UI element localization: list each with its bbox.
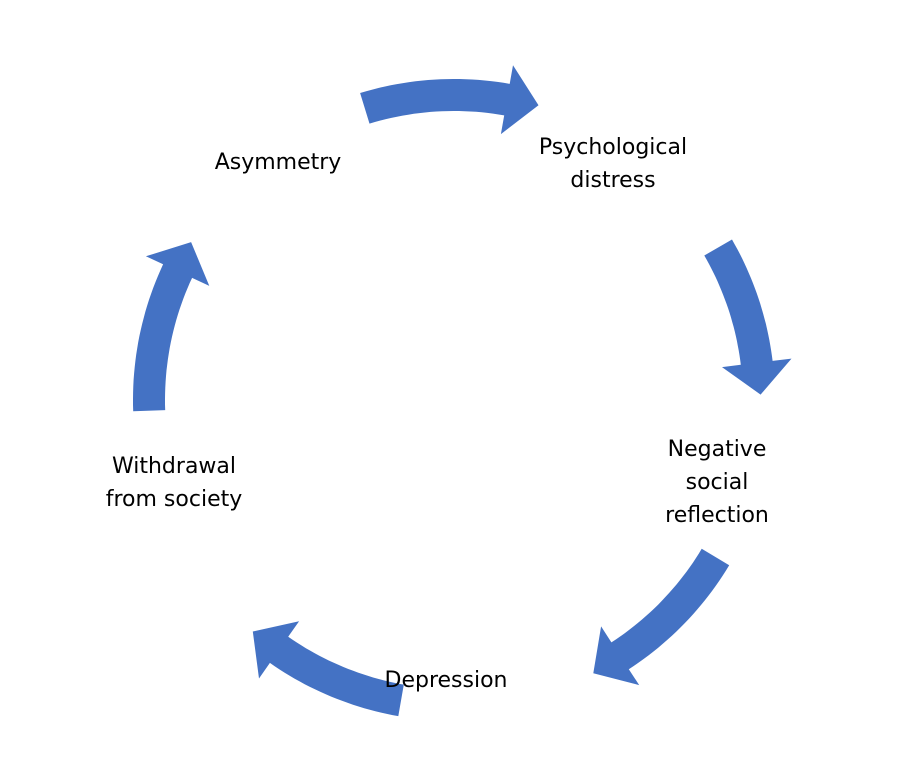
node-negative-social-reflection: Negative social reflection <box>665 433 769 532</box>
node-label-line: Asymmetry <box>214 150 342 175</box>
cycle-arrow-asymmetry-to-psychological-distress <box>360 65 539 135</box>
node-label-line: distress <box>570 168 656 193</box>
node-label-line: reflection <box>665 503 769 528</box>
node-label-line: Negative <box>667 437 767 462</box>
arrows-layer <box>133 65 792 717</box>
cycle-arrow-psychological-distress-to-negative-social-reflection <box>704 239 792 395</box>
node-asymmetry: Asymmetry <box>215 146 342 179</box>
node-label-line: social <box>685 470 749 495</box>
node-depression: Depression <box>385 664 508 697</box>
cycle-arrow-withdrawal-from-society-to-asymmetry <box>133 242 210 412</box>
cycle-arrow-negative-social-reflection-to-depression <box>593 548 730 686</box>
cycle-arrow-depression-to-withdrawal-from-society <box>252 621 404 717</box>
node-label-line: Psychological <box>538 135 688 160</box>
node-label-line: Withdrawal <box>111 454 237 479</box>
node-psychological-distress: Psychological distress <box>539 131 687 197</box>
node-label-line: Depression <box>384 668 508 693</box>
node-withdrawal-from-society: Withdrawal from society <box>106 450 243 516</box>
node-label-line: from society <box>105 487 243 512</box>
